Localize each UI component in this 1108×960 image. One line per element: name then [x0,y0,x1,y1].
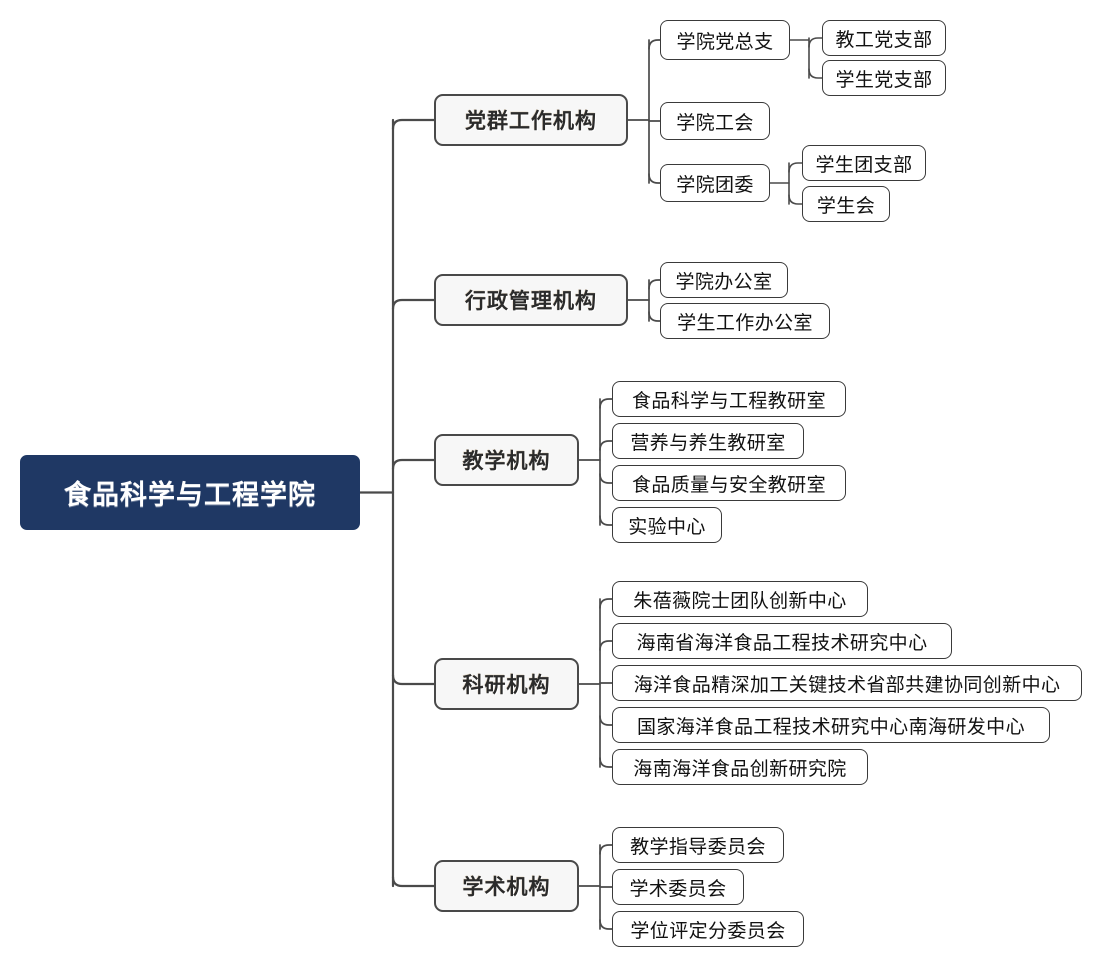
connector-path [599,515,613,526]
branch-3-child-1-node[interactable]: 食品科学与工程教研室 [612,381,846,417]
branch-1-child-3-sub-1-node-label: 学生团支部 [815,154,913,176]
branch-5-child-1-node-label: 教学指导委员会 [630,836,766,858]
branch-1-child-2-node-label: 学院工会 [676,112,754,134]
branch-4-child-4-node-label: 国家海洋食品工程技术研究中心南海研发中心 [636,716,1025,738]
branch-3-node[interactable]: 教学机构 [434,434,579,486]
branch-4-child-3-node[interactable]: 海洋食品精深加工关键技术省部共建协同创新中心 [612,665,1082,701]
connector-path [808,68,823,79]
connector-path [599,473,613,484]
branch-1-child-1-sub-2-node[interactable]: 学生党支部 [822,60,946,96]
connector-path [599,757,613,768]
branch-2-child-1-node-label: 学院办公室 [675,271,773,293]
branch-5-node[interactable]: 学术机构 [434,860,579,912]
branch-1-node-label: 党群工作机构 [465,110,597,133]
branch-1-child-1-node-label: 学院党总支 [676,31,774,53]
branch-2-child-1-node[interactable]: 学院办公室 [660,262,788,298]
branch-4-child-1-node-label: 朱蓓薇院士团队创新中心 [633,590,847,612]
branch-3-child-2-node-label: 营养与养生教研室 [630,432,786,454]
connector-path [599,919,613,930]
connector-path [788,162,803,173]
branch-3-child-4-node-label: 实验中心 [628,516,706,538]
connector-path [599,598,613,609]
branch-3-child-4-node[interactable]: 实验中心 [612,507,722,543]
branch-4-child-5-node-label: 海南海洋食品创新研究院 [633,758,847,780]
branch-5-child-1-node[interactable]: 教学指导委员会 [612,827,784,863]
branch-4-node-label: 科研机构 [462,674,551,697]
root-node-label: 食品科学与工程学院 [64,480,316,510]
connector-path [391,118,436,131]
connector-path [391,298,436,311]
branch-3-node-label: 教学机构 [462,450,551,473]
branch-5-child-3-node[interactable]: 学位评定分委员会 [612,911,804,947]
branch-1-child-2-node[interactable]: 学院工会 [660,102,770,140]
branch-5-child-2-node-label: 学术委员会 [629,878,727,900]
connector-path [648,311,661,322]
branch-2-node[interactable]: 行政管理机构 [434,274,628,326]
connector-path [599,440,613,451]
branch-3-child-1-node-label: 食品科学与工程教研室 [631,390,826,412]
branch-5-child-3-node-label: 学位评定分委员会 [630,920,786,942]
connector-path [599,640,613,651]
branch-1-child-1-sub-1-node-label: 教工党支部 [835,29,933,51]
connector-path [648,173,661,184]
branch-1-child-3-node-label: 学院团委 [676,174,754,196]
branch-2-node-label: 行政管理机构 [465,290,597,313]
branch-2-child-2-node[interactable]: 学生工作办公室 [660,303,830,339]
branch-3-child-3-node[interactable]: 食品质量与安全教研室 [612,465,846,501]
branch-1-child-1-node[interactable]: 学院党总支 [660,20,790,60]
branch-4-child-3-node-label: 海洋食品精深加工关键技术省部共建协同创新中心 [633,674,1061,696]
branch-3-child-3-node-label: 食品质量与安全教研室 [631,474,826,496]
branch-3-child-2-node[interactable]: 营养与养生教研室 [612,423,804,459]
connector-path [599,398,613,409]
root-node[interactable]: 食品科学与工程学院 [20,455,360,530]
branch-4-child-4-node[interactable]: 国家海洋食品工程技术研究中心南海研发中心 [612,707,1050,743]
branch-1-child-1-sub-1-node[interactable]: 教工党支部 [822,20,946,56]
branch-4-child-1-node[interactable]: 朱蓓薇院士团队创新中心 [612,581,868,617]
connector-path [391,673,436,686]
branch-1-child-3-sub-1-node[interactable]: 学生团支部 [802,145,926,181]
connector-path [648,279,661,290]
connector-path [648,39,661,50]
branch-4-child-5-node[interactable]: 海南海洋食品创新研究院 [612,749,868,785]
connector-path [391,458,436,471]
branch-5-node-label: 学术机构 [462,876,551,899]
connector-path [599,715,613,726]
branch-5-child-2-node[interactable]: 学术委员会 [612,869,744,905]
branch-1-child-3-sub-2-node[interactable]: 学生会 [802,186,890,222]
connector-path [788,194,803,205]
connector-path [808,37,823,48]
branch-1-child-1-sub-2-node-label: 学生党支部 [835,69,933,91]
connector-path [599,844,613,855]
branch-1-node[interactable]: 党群工作机构 [434,94,628,146]
branch-1-child-3-node[interactable]: 学院团委 [660,164,770,202]
branch-2-child-2-node-label: 学生工作办公室 [677,312,813,334]
branch-4-child-2-node[interactable]: 海南省海洋食品工程技术研究中心 [612,623,952,659]
branch-4-child-2-node-label: 海南省海洋食品工程技术研究中心 [636,632,928,654]
branch-4-node[interactable]: 科研机构 [434,658,579,710]
branch-1-child-3-sub-2-node-label: 学生会 [816,195,876,217]
connector-path [391,875,436,888]
